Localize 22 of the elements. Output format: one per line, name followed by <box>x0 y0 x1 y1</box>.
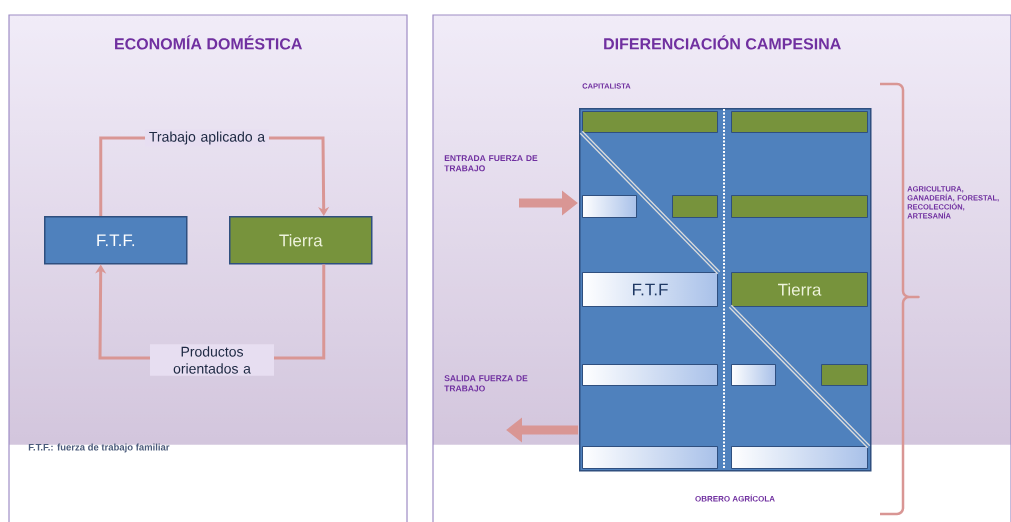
bar: Tierra <box>731 272 868 307</box>
bar <box>731 446 868 469</box>
flow-label: SALIDA FUERZA DE TRABAJO <box>444 375 528 392</box>
edge-label: Productos orientados a <box>150 344 274 376</box>
bar <box>821 364 868 386</box>
level-label: OBRERO AGRÍCOLA <box>695 494 775 502</box>
diagonal-line <box>728 304 871 449</box>
bar <box>582 446 718 469</box>
diagonal-line <box>579 130 721 275</box>
bar <box>672 195 718 218</box>
flow-label: ENTRADA FUERZA DE TRABAJO <box>444 155 538 172</box>
bar <box>582 195 637 218</box>
process-box: Tierra <box>229 216 373 265</box>
bar <box>731 195 868 218</box>
process-box: F.T.F. <box>44 216 188 265</box>
bar <box>582 111 718 133</box>
bar <box>731 111 868 133</box>
footnote-text: F.T.F.: fuerza de trabajo familiar <box>28 443 170 453</box>
edge-label: Trabajo aplicado a <box>145 129 269 147</box>
bar <box>582 364 718 386</box>
bar: F.T.F <box>582 272 718 307</box>
bar <box>731 364 776 386</box>
